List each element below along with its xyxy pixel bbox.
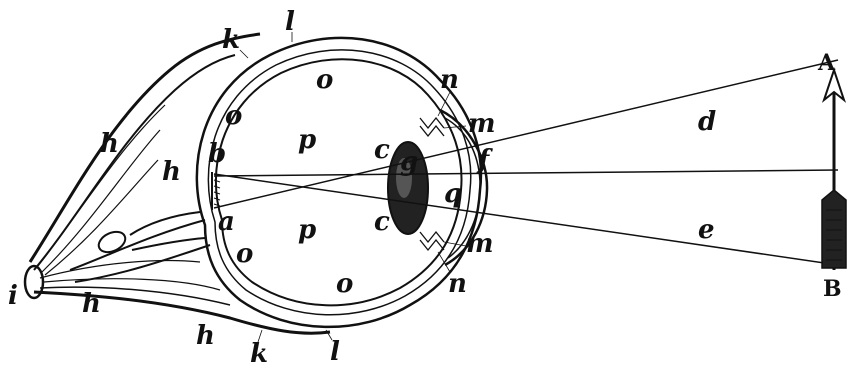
label-l-bottom: l — [330, 337, 340, 365]
label-n-bottom: n — [448, 269, 467, 299]
label-h-inner: h — [162, 157, 181, 187]
label-c-bottom: c — [374, 207, 390, 237]
label-i: i — [8, 281, 18, 311]
label-p-bottom: p — [298, 215, 316, 245]
label-p-top: p — [298, 125, 316, 155]
label-b: b — [208, 139, 226, 169]
label-h-lower: h — [196, 321, 215, 351]
ciliary-top — [420, 118, 444, 136]
ciliary-bottom — [420, 232, 444, 250]
label-m-bottom: m — [466, 229, 494, 259]
label-c-top: c — [374, 135, 390, 165]
label-d: d — [698, 107, 716, 137]
label-o-top: o — [316, 65, 333, 95]
optic-nerve — [70, 212, 210, 282]
label-f: f — [476, 145, 493, 175]
label-n-top: n — [440, 65, 459, 95]
label-o-bottom: o — [336, 269, 353, 299]
label-o-upper-left: o — [225, 101, 242, 131]
label-k-top: k — [222, 25, 240, 55]
label-h-upper: h — [100, 129, 119, 159]
label-l-top: l — [285, 7, 295, 37]
label-g: g — [400, 147, 418, 177]
label-q: q — [444, 179, 462, 209]
label-o-lower-left: o — [236, 239, 253, 269]
label-m-top: m — [468, 109, 496, 139]
label-e: e — [698, 215, 715, 245]
label-a: a — [218, 207, 235, 237]
arrow-fletching — [822, 190, 846, 268]
label-B: B — [823, 276, 842, 302]
label-k-bottom: k — [250, 339, 268, 365]
ray-center — [214, 170, 838, 176]
label-h-lower-left: h — [82, 289, 101, 319]
label-A: A — [817, 50, 836, 76]
